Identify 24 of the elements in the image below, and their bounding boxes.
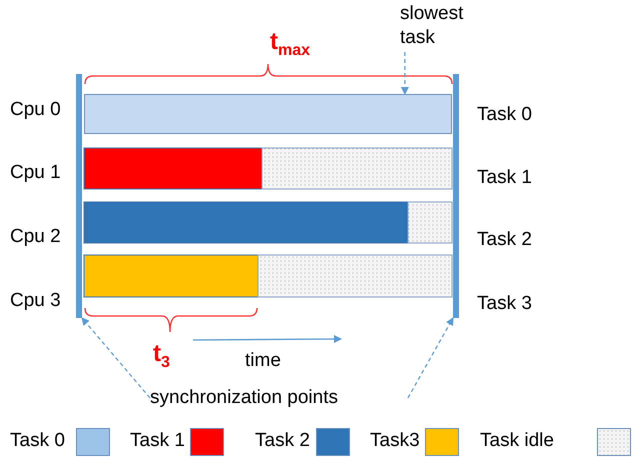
cpu-label: Cpu 3 (10, 290, 61, 312)
cpu-label: Cpu 2 (10, 226, 61, 248)
task-label: Task 0 (477, 104, 532, 126)
task-bar (84, 94, 452, 134)
leader-arrow (407, 317, 454, 398)
legend-label: Task 0 (10, 430, 65, 452)
cpu-label: Cpu 1 (10, 162, 61, 184)
task-label: Task 2 (477, 229, 532, 251)
time-label: t$_{3}$ (153, 340, 170, 372)
legend-label: Task 2 (255, 430, 310, 452)
leader-arrow (81, 317, 150, 398)
legend-label: Task3 (370, 430, 420, 452)
task-label: Task 1 (477, 167, 532, 189)
legend-label: Task 1 (130, 430, 185, 452)
legend-label: Task idle (480, 430, 554, 452)
annotation-text: slowest task (400, 2, 480, 52)
annotation-text: synchronization points (150, 386, 410, 412)
sync-bar (76, 74, 82, 318)
axis-label: time (245, 350, 281, 372)
time-label: t$_{max}$ (270, 28, 310, 60)
cpu-label: Cpu 0 (10, 99, 61, 121)
task-label: Task 3 (477, 293, 532, 315)
leader-arrow (400, 52, 409, 95)
sync-bar (453, 74, 459, 318)
